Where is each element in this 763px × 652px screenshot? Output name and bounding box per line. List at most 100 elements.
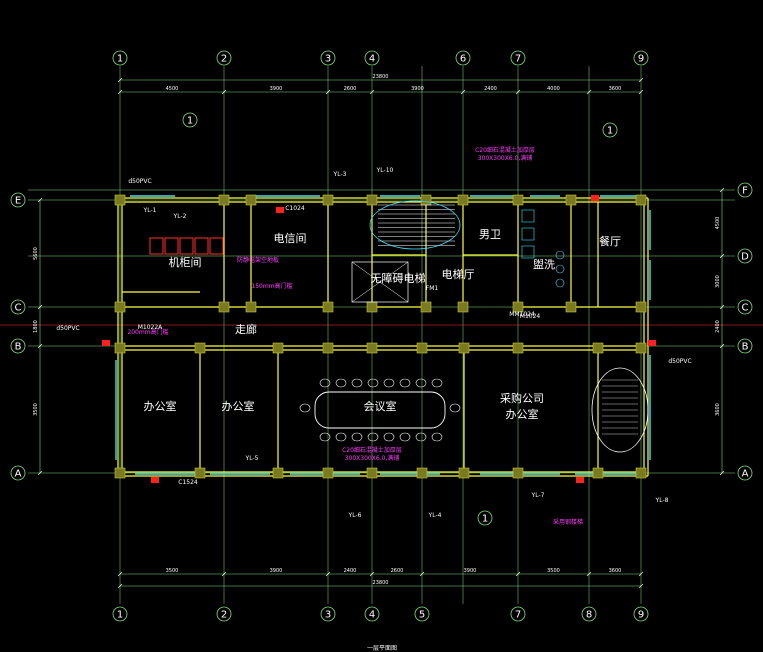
- dim-top-tick: [325, 89, 331, 95]
- element-tag: M1022A: [138, 324, 163, 331]
- chair: [449, 403, 461, 413]
- dim-top-tick: [369, 89, 375, 95]
- axis-left-A: A: [15, 469, 22, 480]
- room-label-company-1: 采购公司: [500, 391, 544, 405]
- column: [416, 342, 428, 354]
- basin: [555, 250, 565, 260]
- column: [322, 467, 334, 479]
- wc-fixture: [521, 245, 535, 259]
- red-marker: [151, 477, 159, 483]
- axis-top-2-circle: [216, 50, 232, 66]
- element-tag: YL-1: [143, 207, 157, 214]
- element-tag: M1024: [520, 313, 541, 320]
- dim-top-tick: [586, 89, 592, 95]
- axis-top-6-circle: [455, 50, 471, 66]
- server-cabinet: [164, 237, 179, 255]
- dim-top-value: 2600: [344, 86, 357, 92]
- room-label-office-1: 办公室: [144, 399, 177, 413]
- room-label-server: 机柜间: [169, 255, 202, 269]
- axis-top-2: 2: [221, 54, 227, 65]
- axis-bottom-7: 7: [515, 610, 521, 621]
- dim-left-tick: [37, 304, 43, 310]
- red-marker: [591, 195, 599, 201]
- column: [322, 342, 334, 354]
- server-cabinet: [149, 237, 164, 255]
- overall-dim-bottom-value: 23800: [373, 580, 389, 586]
- server-cabinet: [194, 237, 209, 255]
- dim-bottom-tick: [638, 571, 644, 577]
- axis-bottom-4: 4: [369, 610, 375, 621]
- element-tag: FM1: [426, 285, 439, 292]
- column: [457, 194, 469, 206]
- chair: [431, 432, 443, 442]
- axis-bottom-3: 3: [325, 610, 331, 621]
- axis-top-1-circle: [112, 50, 128, 66]
- dim-bottom-tick: [419, 571, 425, 577]
- element-tag: YL-4: [428, 512, 442, 519]
- element-tag: MM1024: [509, 311, 535, 318]
- east-stair: [591, 367, 649, 453]
- element-tag: C1024: [285, 205, 305, 212]
- overall-dim-bottom-tick: [638, 583, 644, 589]
- axis-right-B-circle: [737, 338, 753, 354]
- column: [114, 467, 126, 479]
- fixtures: [102, 195, 656, 483]
- column: [457, 301, 469, 313]
- red-marker: [576, 477, 584, 483]
- chair: [383, 432, 395, 442]
- element-tag: d50PVC: [668, 358, 691, 365]
- element-tag: d50PVC: [56, 325, 79, 332]
- drawing-title: 一层平面图: [367, 645, 397, 652]
- axis-bottom-8: 8: [586, 610, 592, 621]
- dim-left-tick: [37, 343, 43, 349]
- dim-bottom-value: 3500: [547, 568, 560, 574]
- dim-top-tick: [117, 89, 123, 95]
- dim-top-value: 4000: [547, 86, 560, 92]
- axis-left-E-circle: [10, 192, 26, 208]
- axis-top-4: 4: [369, 54, 375, 65]
- column: [272, 467, 284, 479]
- element-tag: YL-2: [173, 213, 187, 220]
- dim-right-value: 4500: [715, 217, 721, 230]
- column: [635, 194, 647, 206]
- element-tag: YL-8: [655, 497, 669, 504]
- dim-top-tick: [460, 89, 466, 95]
- axis-top-7: 7: [515, 54, 521, 65]
- element-tag: YL-5: [245, 455, 259, 462]
- room-label-meeting: 会议室: [364, 399, 397, 413]
- dim-right-value: 3600: [715, 403, 721, 416]
- column: [322, 301, 334, 313]
- dim-top-tick: [221, 89, 227, 95]
- dim-bottom-tick: [117, 571, 123, 577]
- axis-bottom-1-circle: [112, 606, 128, 622]
- axis-bottom-5-circle: [414, 606, 430, 622]
- overall-dim-top-tick: [638, 77, 644, 83]
- dim-bottom-value: 3900: [464, 568, 477, 574]
- wc-fixture: [521, 209, 535, 223]
- room-label-elevator: 无障碍电梯: [371, 271, 426, 285]
- detail-callout-circle: [182, 112, 198, 128]
- column: [592, 342, 604, 354]
- column: [635, 301, 647, 313]
- column: [416, 467, 428, 479]
- overall-dim-top-value: 23800: [373, 74, 389, 80]
- annotation-note: 300X300X6.0,满铺: [345, 454, 400, 462]
- element-tag: YL-6: [348, 512, 362, 519]
- chair: [431, 378, 443, 388]
- column: [592, 467, 604, 479]
- dim-bottom-value: 3900: [270, 568, 283, 574]
- dim-right-tick: [719, 343, 725, 349]
- axis-bottom-9-circle: [633, 606, 649, 622]
- axis-bottom-1: 1: [117, 610, 123, 621]
- column: [245, 301, 257, 313]
- room-label-corridor: 走廊: [235, 322, 257, 336]
- axis-top-1: 1: [117, 54, 123, 65]
- chair: [399, 378, 411, 388]
- dim-left-tick: [37, 197, 43, 203]
- dim-left-value: 5600: [33, 247, 39, 260]
- element-tag: YL-3: [333, 171, 347, 178]
- dim-top-value: 3900: [270, 86, 283, 92]
- column: [245, 194, 257, 206]
